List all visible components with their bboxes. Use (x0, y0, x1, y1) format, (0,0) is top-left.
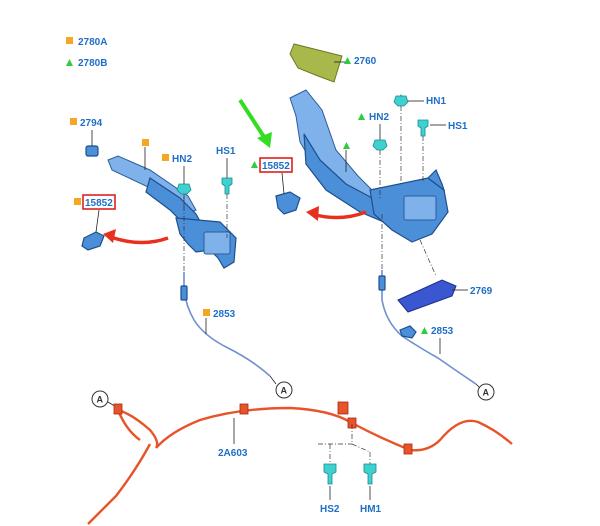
highlight-15852-left (82, 194, 116, 210)
hm1-fastener (363, 463, 377, 485)
left-red-arrowhead (103, 229, 116, 243)
highlight-15852-right (259, 157, 293, 173)
right-callouts: HN1 HS1 HN2 15852 (251, 94, 468, 200)
bracket-2769 (397, 279, 457, 313)
cable-2a603-clip-5 (403, 443, 413, 455)
cable-2a603 (87, 401, 513, 525)
ref-circle-a2 (477, 383, 495, 401)
legend-triangle-marker (66, 59, 73, 66)
legend-label-2780b: 2780B (78, 58, 107, 69)
callout-hn1: HN1 (426, 96, 446, 107)
left-callouts: 2794 HN2 HS1 15852 2853 (70, 118, 236, 334)
callout-hs2: HS2 (320, 504, 340, 515)
bracket-2769-dash (419, 239, 437, 277)
cable-2a603-clip-2 (239, 403, 249, 415)
green-arrowhead (257, 132, 272, 148)
ref-circle-a1 (275, 381, 293, 399)
hn1-fastener (393, 95, 409, 107)
cable-2a603-drop (87, 443, 152, 525)
legend-square-marker (66, 37, 73, 44)
right-hs1-fastener (417, 119, 429, 137)
lead-15852-left (95, 209, 100, 233)
callout-hs1-left: HS1 (216, 146, 236, 157)
green-arrow-shaft (238, 98, 268, 142)
callout-2853-right: 2853 (431, 326, 454, 337)
marker-2760 (344, 57, 351, 64)
right-red-arrowhead (306, 206, 319, 221)
callout-2853-left: 2853 (213, 309, 236, 320)
right-base-plate (403, 195, 437, 221)
marker-hn2-right (358, 113, 365, 120)
marker-2794 (70, 118, 77, 125)
left-hs1-fastener (221, 177, 233, 195)
hs2-fastener (323, 463, 337, 485)
left-parking-brake-assembly (81, 145, 237, 269)
callout-15852-right: 15852 (262, 161, 290, 172)
callout-hn2-right: HN2 (369, 112, 389, 123)
left-cable-end-fitting (180, 285, 188, 301)
left-red-arrow (107, 234, 169, 245)
left-hn2-fastener (176, 183, 192, 195)
marker-hn2-left (162, 154, 169, 161)
legend: 2780A 2780B (66, 37, 107, 69)
callout-2794: 2794 (80, 118, 103, 129)
callout-hm1: HM1 (360, 504, 382, 515)
ref-circle-a3 (91, 390, 109, 408)
right-cable-2853 (381, 270, 477, 385)
marker-2853-left (203, 309, 210, 316)
ref-label-a2: A (483, 388, 490, 398)
right-cable-clip (399, 325, 417, 339)
marker-15852-left (74, 198, 81, 205)
right-cable-end-fitting (378, 275, 386, 291)
marker-15852-right (251, 161, 258, 168)
callout-hs1-right: HS1 (448, 121, 468, 132)
ref-label-a1: A (281, 386, 288, 396)
cable-2a603-main (117, 406, 513, 452)
legend-label-2780a: 2780A (78, 37, 107, 48)
left-end-cap (85, 145, 99, 157)
right-parking-brake-assembly (275, 89, 449, 243)
left-15852-part (81, 231, 105, 251)
ref-a1-lead (269, 375, 277, 385)
right-15852-part (275, 191, 301, 215)
marker-lever-right (343, 142, 350, 149)
callout-15852-left: 15852 (85, 198, 113, 209)
marker-2853-right (421, 327, 428, 334)
left-cable-2853 (183, 272, 271, 377)
cover-2760 (289, 43, 343, 83)
cable-2a603-clip-1 (113, 403, 123, 415)
left-bracket-plate (203, 231, 231, 255)
lead-15852-right (281, 172, 285, 195)
callout-hn2-left: HN2 (172, 154, 192, 165)
hm1-dash-top (351, 443, 371, 453)
right-hn2-fastener (372, 139, 388, 151)
callout-2760: 2760 (354, 56, 377, 67)
cable-2a603-clip-3 (337, 401, 349, 415)
marker-square-left-lever (142, 139, 149, 146)
callout-2a603: 2A603 (218, 448, 248, 459)
right-frame-side (427, 168, 446, 192)
callout-2769: 2769 (470, 286, 493, 297)
ref-label-a3: A (97, 395, 104, 405)
right-red-arrow (311, 210, 367, 220)
